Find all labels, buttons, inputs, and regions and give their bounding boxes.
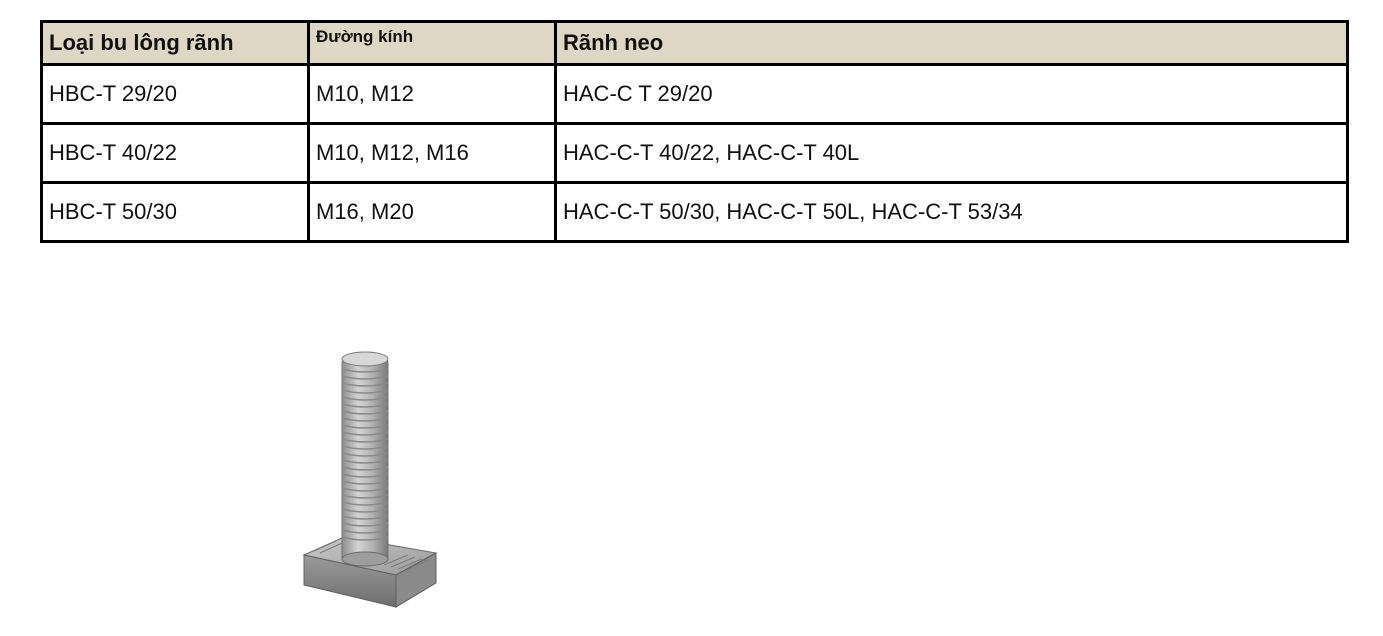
t-head-bolt-image: [296, 345, 441, 615]
cell-diameter: M10, M12: [307, 63, 557, 125]
cell-bolt-type: HBC-T 50/30: [40, 181, 310, 243]
cell-bolt-type: HBC-T 29/20: [40, 63, 310, 125]
table-body: HBC-T 29/20 M10, M12 HAC-C T 29/20 HBC-T…: [40, 63, 1349, 243]
header-row: Loại bu lông rãnh Đường kính Rãnh neo: [40, 20, 1349, 66]
cell-anchor-channel: HAC-C-T 50/30, HAC-C-T 50L, HAC-C-T 53/3…: [554, 181, 1349, 243]
table-row: HBC-T 29/20 M10, M12 HAC-C T 29/20: [40, 63, 1349, 125]
cell-diameter: M10, M12, M16: [307, 122, 557, 184]
table-row: HBC-T 40/22 M10, M12, M16 HAC-C-T 40/22,…: [40, 122, 1349, 184]
t-head-bolt-icon: [302, 351, 438, 608]
bolt-spec-table: Loại bu lông rãnh Đường kính Rãnh neo HB…: [40, 20, 1349, 243]
header-bolt-type: Loại bu lông rãnh: [40, 20, 310, 66]
header-diameter: Đường kính: [307, 20, 557, 66]
table-header: Loại bu lông rãnh Đường kính Rãnh neo: [40, 20, 1349, 66]
cell-anchor-channel: HAC-C T 29/20: [554, 63, 1349, 125]
cell-diameter: M16, M20: [307, 181, 557, 243]
table-row: HBC-T 50/30 M16, M20 HAC-C-T 50/30, HAC-…: [40, 181, 1349, 243]
header-anchor-channel: Rãnh neo: [554, 20, 1349, 66]
cell-anchor-channel: HAC-C-T 40/22, HAC-C-T 40L: [554, 122, 1349, 184]
cell-bolt-type: HBC-T 40/22: [40, 122, 310, 184]
